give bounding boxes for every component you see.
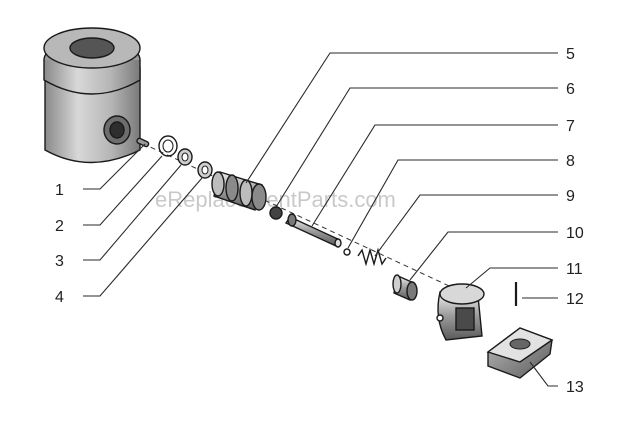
callout-8: 8	[566, 153, 575, 170]
part-1-pin	[136, 137, 150, 148]
leader-10	[409, 231, 558, 281]
callout-6: 6	[566, 81, 575, 98]
callout-12: 12	[566, 291, 584, 308]
callout-5: 5	[566, 46, 575, 63]
callout-3: 3	[55, 253, 64, 270]
leader-9	[374, 194, 558, 257]
valve-housing	[43, 27, 141, 164]
callout-9: 9	[566, 188, 575, 205]
assembly-axis-line	[117, 131, 476, 299]
part-11-handle-base	[436, 283, 485, 341]
callout-11: 11	[566, 261, 583, 278]
callout-4: 4	[55, 289, 64, 306]
part-13-handle-knob	[486, 327, 554, 379]
callout-13: 13	[566, 379, 584, 396]
callout-10: 10	[566, 225, 584, 242]
part-8-ball	[343, 248, 351, 256]
callout-1: 1	[55, 182, 64, 199]
part-10-cap	[392, 274, 418, 301]
leader-4	[83, 177, 203, 297]
part-9-spring	[357, 247, 387, 267]
leader-11	[465, 267, 558, 289]
leader-13	[529, 361, 558, 387]
leader-3	[83, 164, 182, 261]
part-7-valve-stem	[284, 213, 342, 248]
leader-6	[275, 87, 558, 208]
part-2-ring	[158, 135, 178, 157]
leader-1	[83, 143, 146, 190]
part-6-o-ring	[269, 206, 283, 220]
leader-7	[311, 124, 558, 227]
callout-2: 2	[55, 218, 64, 235]
leader-2	[83, 155, 163, 226]
leader-8	[347, 159, 558, 249]
leader-5	[245, 52, 558, 184]
callout-7: 7	[566, 118, 575, 135]
